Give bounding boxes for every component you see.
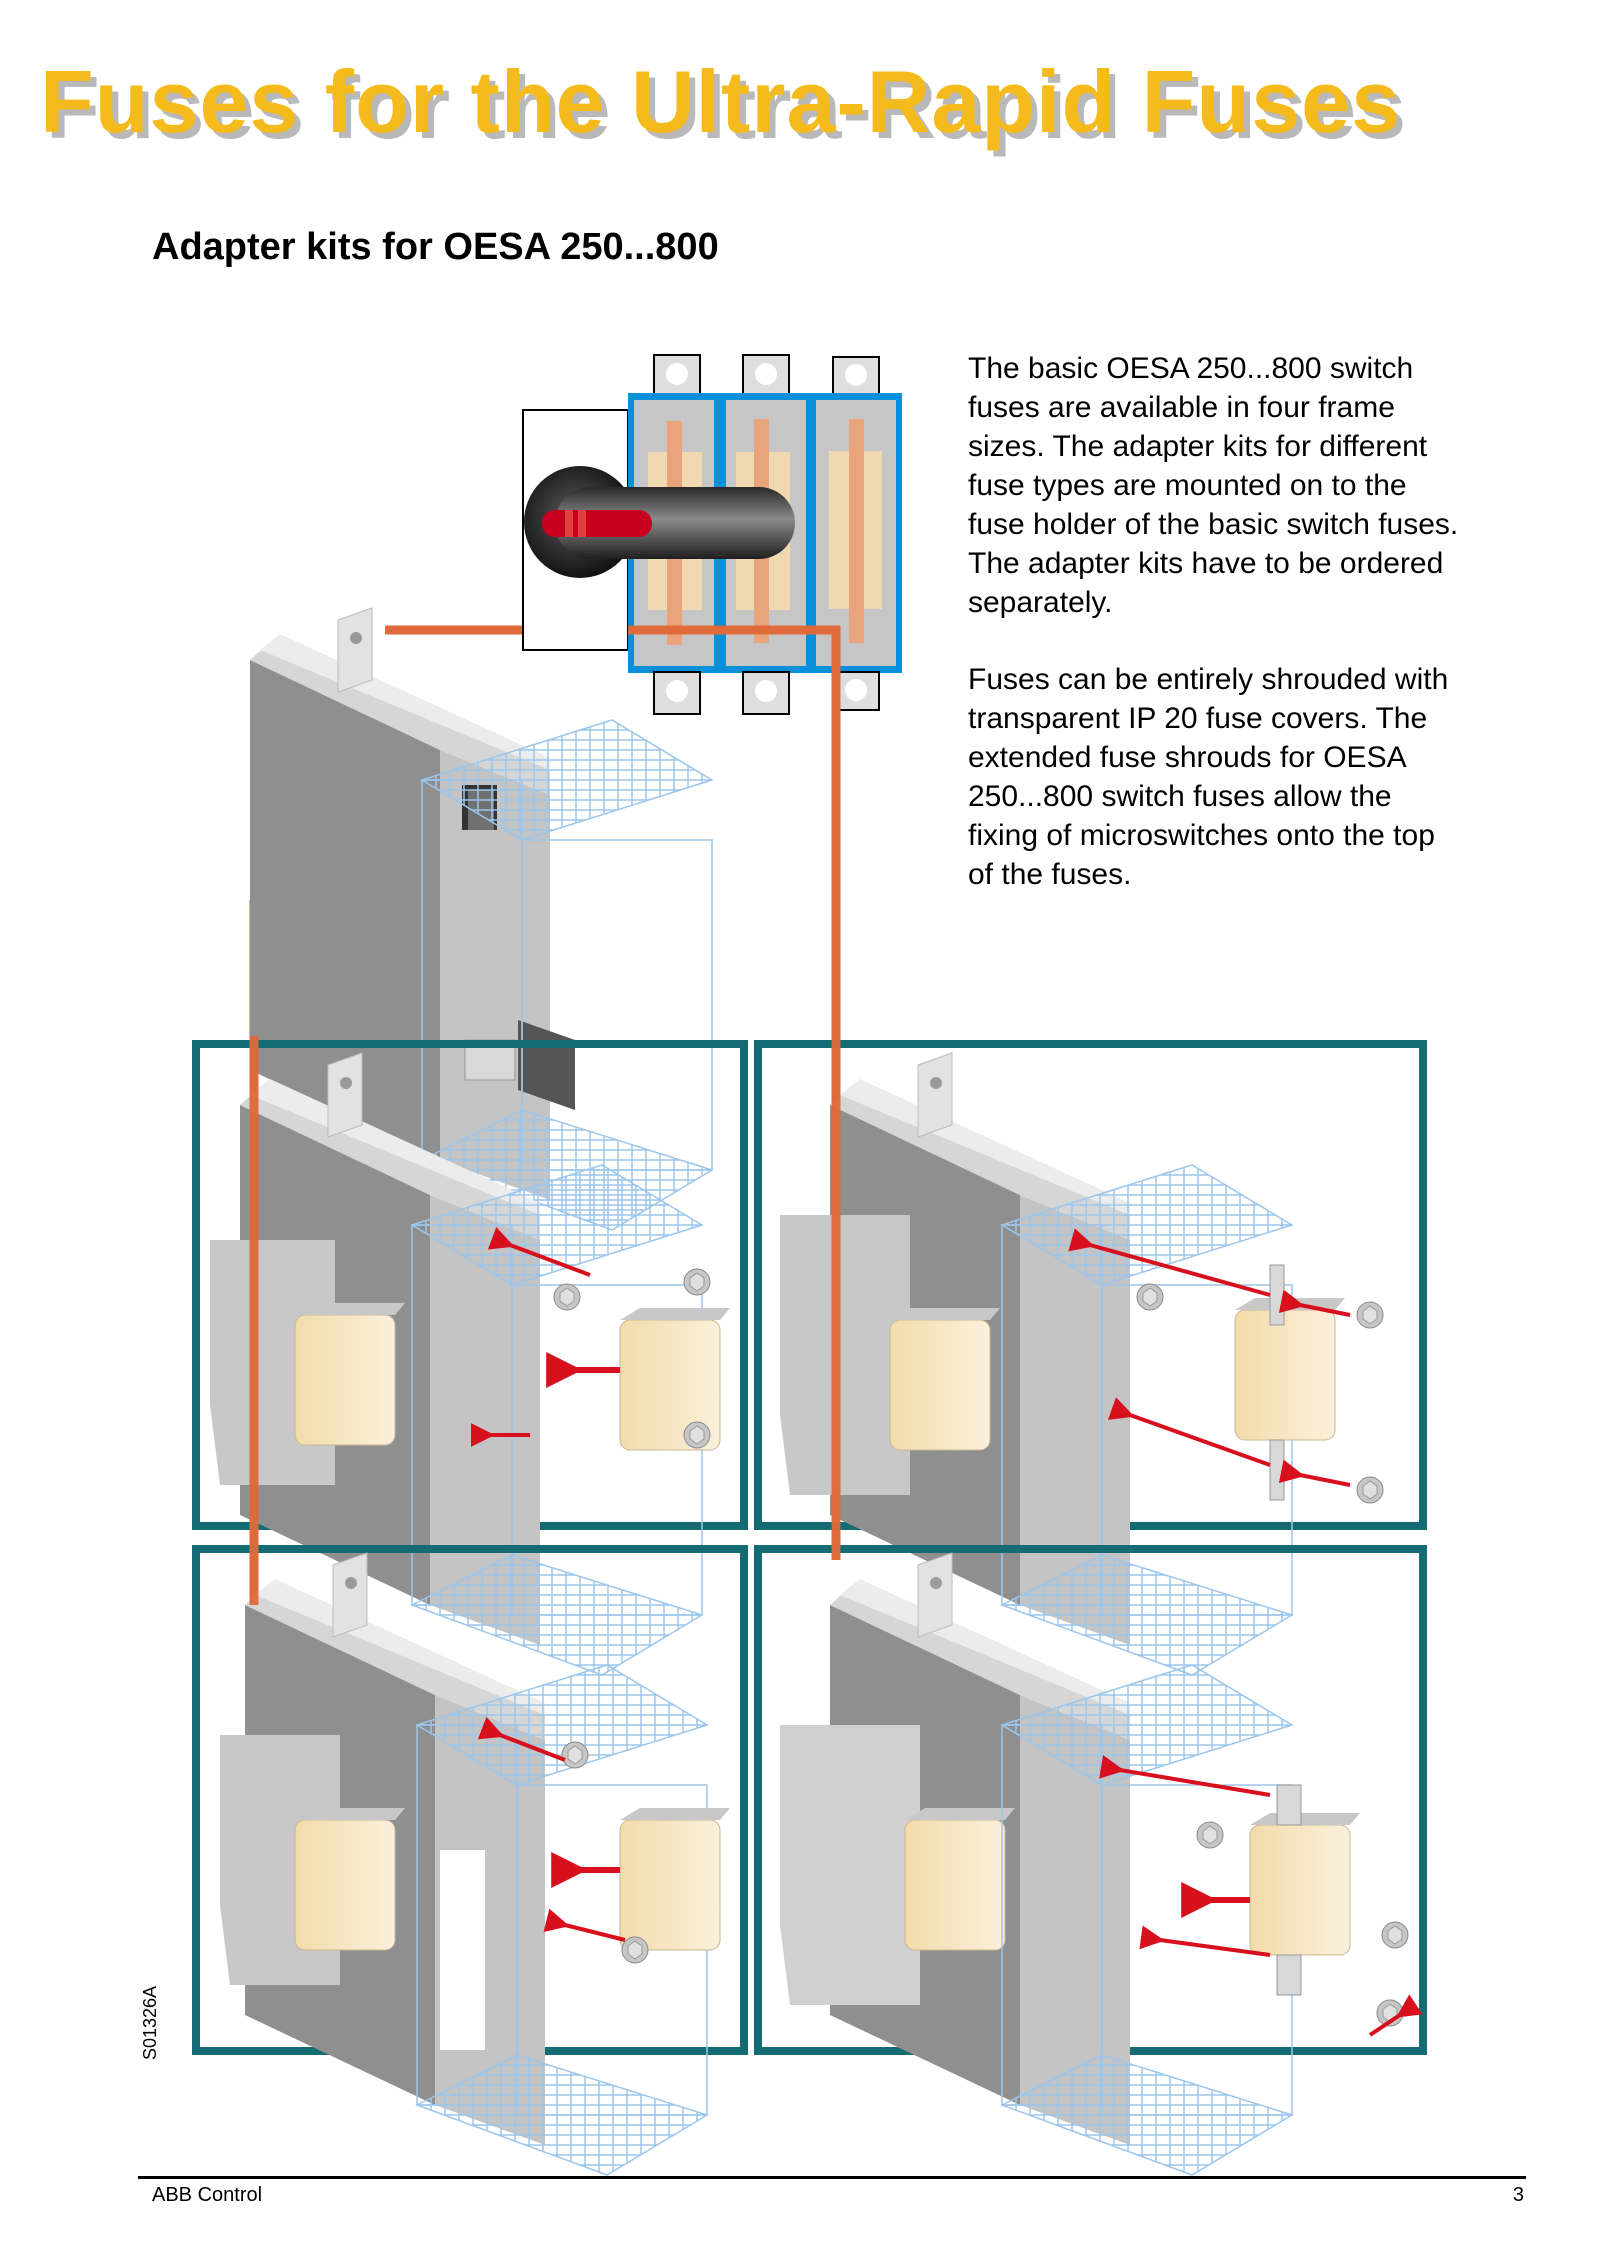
adapter-panel-top-right	[754, 1040, 1427, 1676]
assembly-arrow	[477, 1716, 566, 1762]
assembly-arrow	[1099, 1755, 1271, 1797]
section-title: Adapter kits for OESA 250...800	[152, 226, 719, 268]
fuse	[904, 1807, 1016, 1951]
assembly-arrow	[487, 1227, 591, 1277]
bolt-icon	[1356, 1476, 1384, 1504]
handle-red-grip	[542, 510, 652, 537]
fuse	[619, 1307, 731, 1451]
bolt-icon	[1196, 1821, 1224, 1849]
adapter-panel-top-left	[192, 1040, 748, 1676]
bolt-icon	[1356, 1301, 1384, 1329]
bolt-icon	[553, 1283, 581, 1311]
page-title: Fuses for the Ultra-Rapid Fuses	[40, 52, 1402, 151]
fuse	[294, 1807, 406, 1951]
bolt-icon	[621, 1936, 649, 1964]
fuse	[889, 1307, 1001, 1451]
bolt-icon	[1136, 1283, 1164, 1311]
fuse	[294, 1302, 406, 1446]
switch-terminal-tabs-bottom	[653, 671, 880, 715]
adapter-bracket	[780, 1725, 920, 2005]
bolt-icon	[683, 1268, 711, 1296]
assembly-arrow	[1278, 1289, 1351, 1317]
bolt-icon	[1381, 1921, 1409, 1949]
assembly-arrow	[543, 1908, 626, 1942]
fuse	[619, 1807, 731, 1951]
switch-terminal-tabs-top	[653, 354, 880, 398]
fuse	[1249, 1812, 1361, 1956]
assembly-arrow	[1139, 1925, 1271, 1957]
fuse	[1234, 1297, 1346, 1441]
assembly-arrow	[1368, 1994, 1423, 2037]
description-paragraph-1: The basic OESA 250...800 switch fuses ar…	[968, 352, 1459, 619]
assembly-arrow	[1068, 1228, 1271, 1297]
adapter-bracket	[780, 1215, 910, 1495]
bolt-icon	[683, 1421, 711, 1449]
page-number: 3	[1512, 2184, 1524, 2206]
footer-rule	[138, 2176, 1526, 2179]
switch-overview	[522, 354, 902, 715]
figure-code: S01326A	[140, 1985, 160, 2060]
assembly-arrow	[1278, 1459, 1351, 1487]
switch-handle	[524, 466, 795, 578]
assembly-arrow	[1107, 1397, 1271, 1467]
adapter-panel-bottom-right	[754, 1545, 1427, 2176]
adapter-panel-bottom-left	[192, 1545, 748, 2176]
description-paragraph-2: Fuses can be entirely shrouded with tran…	[968, 663, 1449, 891]
footer-company: ABB Control	[152, 2184, 263, 2206]
bolt-icon	[561, 1741, 589, 1769]
